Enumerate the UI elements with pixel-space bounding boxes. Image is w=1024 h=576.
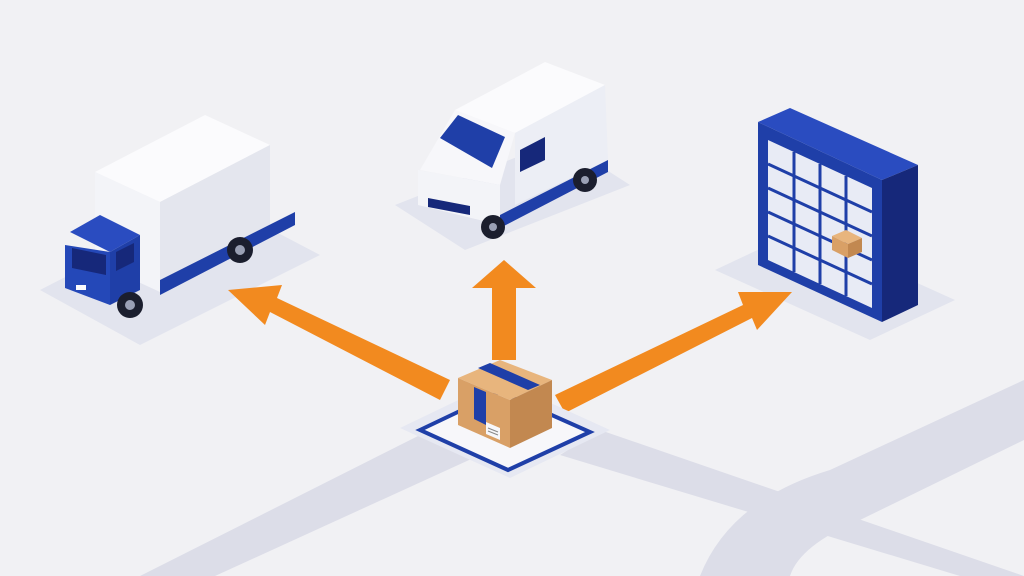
locker-top	[758, 108, 918, 180]
locker-side	[882, 165, 918, 322]
arrow-to-locker	[555, 292, 792, 413]
road-left	[140, 430, 480, 576]
arrow-to-van	[472, 260, 536, 360]
arrow-to-truck	[228, 285, 450, 400]
box-truck-icon	[65, 115, 295, 318]
route-arrows	[228, 260, 792, 413]
truck-door-window	[116, 243, 134, 271]
parcel-locker-icon	[758, 108, 918, 322]
van-front	[418, 170, 500, 225]
van-side-window	[520, 137, 545, 172]
package-hub	[400, 360, 610, 478]
van-windshield	[440, 115, 505, 168]
roads	[140, 380, 1024, 576]
truck-cab-top	[70, 215, 140, 252]
truck-windshield	[72, 248, 106, 275]
truck-cargo-side	[160, 145, 270, 292]
road-curve	[700, 380, 1024, 576]
van-side	[515, 85, 608, 205]
truck-cargo-top	[95, 115, 270, 202]
van-grille	[428, 198, 470, 215]
package-box-icon	[458, 360, 552, 448]
truck-headlight	[76, 285, 86, 290]
delivery-van-icon	[418, 62, 608, 239]
van-roof	[455, 62, 605, 133]
locker-parcel-icon	[832, 230, 862, 258]
